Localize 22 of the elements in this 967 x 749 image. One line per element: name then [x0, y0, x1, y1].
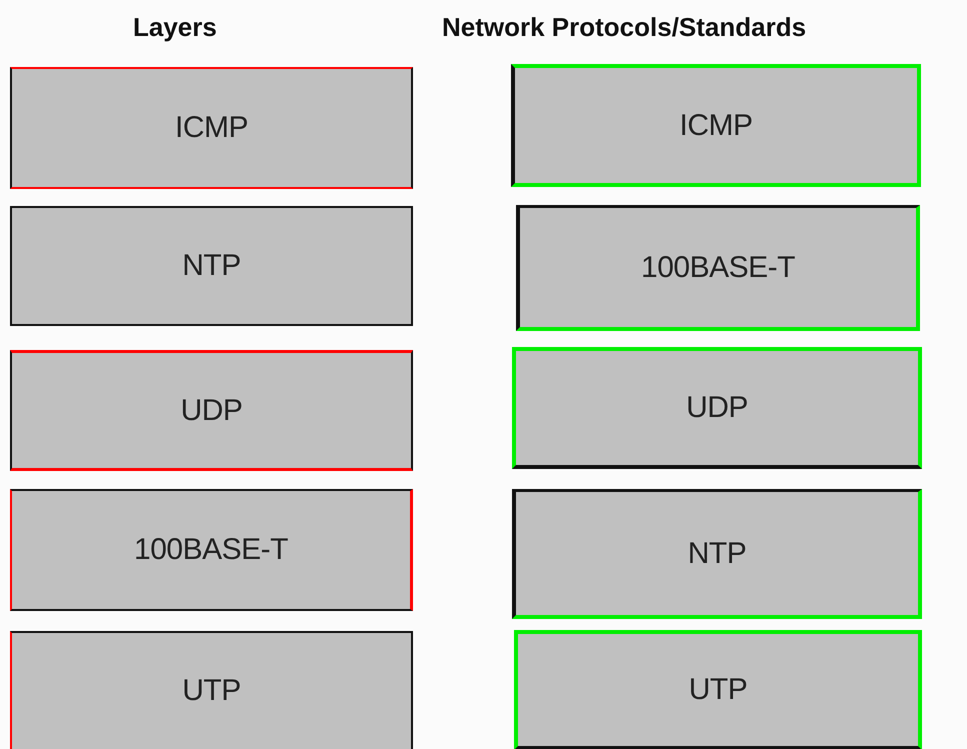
- protocol-box: [10, 631, 413, 749]
- protocol-box: [10, 67, 413, 189]
- box-label: ICMP: [680, 108, 752, 142]
- column-heading: Layers: [133, 12, 217, 43]
- column-heading: Network Protocols/Standards: [442, 12, 806, 43]
- protocol-box: [511, 64, 921, 187]
- protocol-box: [512, 489, 922, 619]
- protocol-box: [514, 630, 922, 749]
- box-label: 100BASE-T: [134, 533, 288, 567]
- protocol-box: [10, 350, 413, 471]
- protocol-box: [516, 205, 920, 331]
- box-label: NTP: [688, 536, 746, 570]
- box-label: UTP: [182, 674, 241, 708]
- protocol-box: [512, 347, 922, 469]
- box-label: NTP: [182, 249, 241, 283]
- box-label: ICMP: [175, 111, 248, 145]
- box-label: UTP: [688, 673, 748, 707]
- box-label: 100BASE-T: [641, 250, 795, 284]
- protocol-box: [10, 206, 413, 326]
- box-label: UDP: [180, 394, 242, 428]
- box-label: UDP: [686, 391, 748, 425]
- protocol-box: [10, 489, 413, 611]
